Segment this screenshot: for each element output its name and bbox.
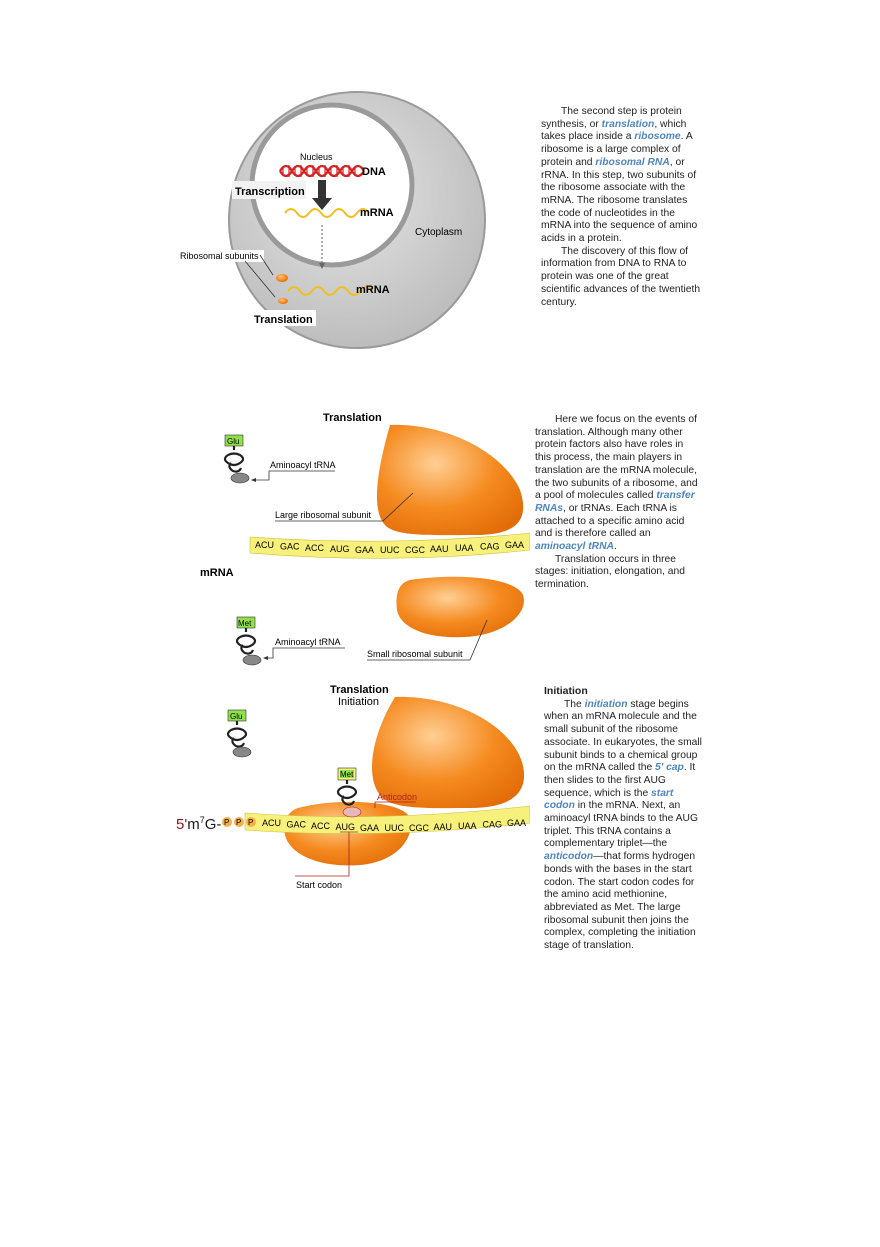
- paragraph-translation-intro: The second step is protein synthesis, or…: [541, 106, 703, 309]
- codon-label: ACU: [255, 540, 274, 550]
- paragraph-line: The discovery of this flow of informatio…: [541, 245, 701, 308]
- codon-label: CGC: [409, 823, 430, 833]
- glossary-term: aminoacyl tRNA: [535, 541, 614, 553]
- trna-glu-icon: Glu: [226, 709, 252, 758]
- paragraph-line: Here we focus on the events of translati…: [535, 414, 698, 553]
- anticodon-loop: [342, 806, 362, 818]
- mrna-wave-bottom: [287, 286, 373, 296]
- mrna-strip-p3: ACU GAC ACC AUG GAA UUC CGC AAU UAA CAG GAA: [244, 805, 531, 834]
- label-glu: Glu: [227, 437, 239, 446]
- label-start-codon: Start codon: [296, 880, 342, 890]
- cell-overview-panel: Transcription Nucleus DNA mRNA Cytoplasm…: [170, 85, 520, 355]
- codon-label: ACU: [262, 818, 281, 828]
- initiation-panel: Translation Initiation Glu ACU GAC ACC AUG G…: [170, 680, 531, 900]
- paragraph-initiation: Initiation The initiation stage begins w…: [544, 685, 706, 953]
- paragraph-line: The second step is protein synthesis, or…: [541, 106, 698, 245]
- glossary-term: ribosome: [634, 131, 681, 143]
- svg-text:P: P: [248, 818, 253, 827]
- subunit-pointer: [259, 254, 274, 276]
- translation-players-diagram: Translation Glu Aminoacyl tRNA Large rib…: [200, 412, 531, 666]
- glossary-term: start codon: [544, 787, 674, 812]
- label-cytoplasm: Cytoplasm: [415, 227, 462, 238]
- pointer-trna-bottom: [265, 647, 345, 659]
- label-mrna-top: mRNA: [360, 207, 394, 219]
- codon-label: AUG: [330, 544, 350, 554]
- mrna-wave-top: [284, 208, 370, 218]
- initiation-body: The initiation stage begins when an mRNA…: [544, 699, 706, 953]
- label-glu-p3: Glu: [230, 712, 242, 721]
- dna-helix: [279, 164, 365, 178]
- trna-met-icon: Met: [235, 616, 262, 666]
- codon-label: CGC: [405, 545, 426, 555]
- pointer-trna-top: [253, 470, 335, 481]
- trna-met-bound-icon: Met: [336, 767, 362, 818]
- heading-initiation: Initiation: [544, 685, 588, 697]
- codon-label: ACC: [311, 821, 331, 831]
- label-small-subunit: Small ribosomal subunit: [367, 649, 463, 659]
- label-large-subunit: Large ribosomal subunit: [275, 510, 372, 520]
- codon-row-p3: ACU GAC ACC AUG GAA UUC CGC AAU UAA CAG GAA: [262, 818, 526, 833]
- codon-label: CAG: [483, 820, 503, 830]
- large-ribosomal-subunit-p3: [372, 696, 525, 809]
- glossary-term: translation: [601, 118, 655, 130]
- pointer-anticodon: [374, 801, 416, 808]
- initiation-diagram: Translation Initiation Glu ACU GAC ACC AUG G…: [176, 684, 531, 890]
- title-translation-initiation: Translation: [330, 684, 389, 696]
- codon-label: UAA: [455, 543, 474, 553]
- large-ribosomal-subunit: [376, 424, 524, 536]
- codon-label: GAC: [287, 820, 307, 830]
- codon-label: GAA: [507, 818, 526, 828]
- label-transcription: Transcription: [235, 186, 305, 198]
- codon-label: GAA: [505, 540, 524, 550]
- trna-cloverleaf-icon: Glu: [223, 434, 250, 484]
- start-codon-bracket: [295, 831, 358, 877]
- paragraph-line: Translation occurs in three stages: init…: [535, 553, 685, 591]
- codon-label: GAA: [355, 545, 374, 555]
- ribosome-small-small: [278, 298, 288, 304]
- codon-label: AUG: [336, 822, 356, 832]
- label-mrna-bottom: mRNA: [356, 284, 390, 296]
- title-translation: Translation: [323, 412, 382, 424]
- label-met-p2: Met: [238, 619, 252, 628]
- ribosome-large-small: [276, 274, 288, 282]
- label-mrna: mRNA: [200, 567, 234, 579]
- label-five-prime: 5'm7G-: [176, 815, 221, 833]
- glossary-term: ribosomal RNA: [595, 156, 670, 168]
- codon-label: GAA: [360, 823, 379, 833]
- paragraph-translation-players: Here we focus on the events of translati…: [535, 414, 701, 592]
- paragraph-line: The initiation stage begins when an mRNA…: [544, 698, 702, 952]
- cell-overview-diagram: Transcription Nucleus DNA mRNA Cytoplasm…: [178, 91, 486, 349]
- phosphate-chain: P P P: [222, 817, 256, 827]
- label-met-p3: Met: [340, 770, 354, 779]
- label-translation: Translation: [254, 314, 313, 326]
- label-aminoacyl-trna-top: Aminoacyl tRNA: [270, 460, 336, 470]
- codon-label: GAC: [280, 542, 300, 552]
- glossary-term: 5' cap: [655, 762, 684, 774]
- codon-label: AAU: [430, 544, 449, 554]
- arrow-down-icon: [312, 180, 332, 210]
- label-aminoacyl-trna-bottom: Aminoacyl tRNA: [275, 637, 341, 647]
- subtitle-initiation: Initiation: [338, 696, 379, 708]
- translation-players-panel: Translation Glu Aminoacyl tRNA Large rib…: [195, 405, 531, 680]
- codon-label: UUC: [380, 545, 400, 555]
- glossary-term: anticodon: [544, 851, 594, 863]
- codon-row: ACU GAC ACC AUG GAA UUC CGC AAU UAA CAG GAA: [255, 540, 524, 555]
- small-ribosomal-subunit: [396, 576, 524, 638]
- mrna-strip: ACU GAC ACC AUG GAA UUC CGC AAU UAA CAG GAA: [249, 532, 531, 559]
- pointer-large-subunit: [275, 492, 414, 522]
- glossary-term: initiation: [584, 698, 628, 710]
- label-nucleus: Nucleus: [300, 152, 333, 162]
- pointer-small-subunit: [367, 619, 488, 661]
- glossary-term: transfer RNAs: [535, 490, 695, 514]
- codon-label: ACC: [305, 543, 325, 553]
- label-anticodon: Anticodon: [377, 792, 417, 802]
- codon-label: UAA: [458, 821, 477, 831]
- svg-text:P: P: [224, 818, 229, 827]
- codon-label: CAG: [480, 542, 500, 552]
- label-ribosomal-subunits: Ribosomal subunits: [180, 251, 259, 261]
- codon-label: UUC: [385, 823, 405, 833]
- codon-label: AAU: [434, 822, 453, 832]
- label-dna: DNA: [362, 166, 386, 178]
- svg-text:P: P: [236, 818, 241, 827]
